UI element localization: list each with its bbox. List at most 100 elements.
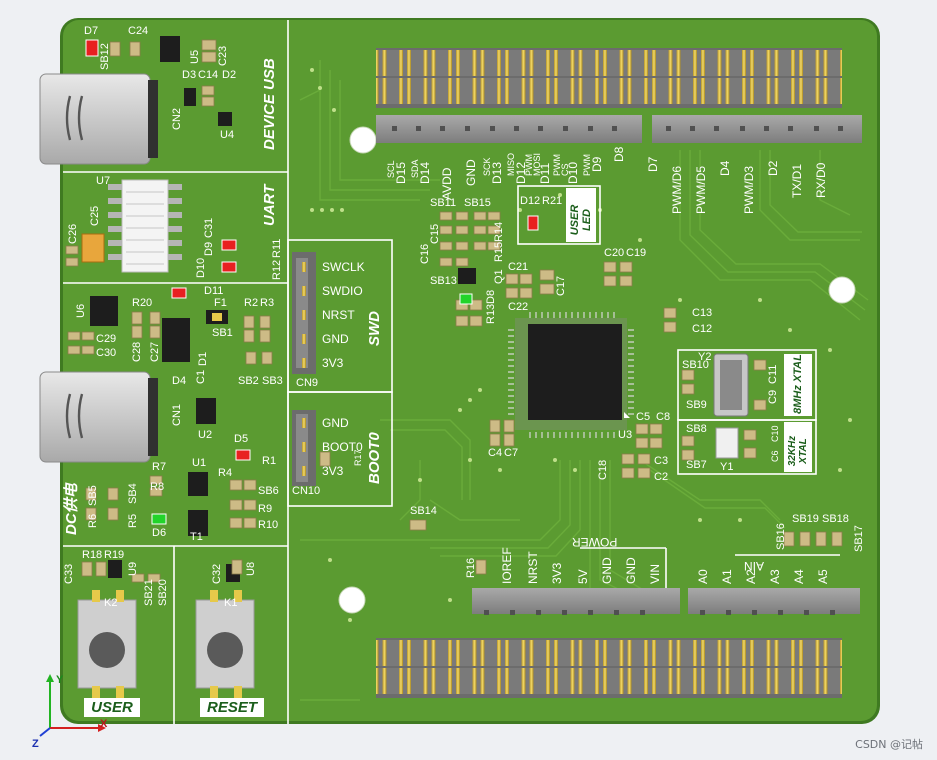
ref-sb12: SB12 bbox=[99, 43, 111, 70]
ref-sb17: SB17 bbox=[853, 525, 865, 552]
top-pin-pwm-d5: PWM/D5 bbox=[694, 166, 708, 214]
usb-c-connector-top bbox=[39, 73, 158, 165]
section-boot0: BOOT0 bbox=[366, 432, 383, 484]
ref-c15: C15 bbox=[429, 223, 441, 244]
top-pin-d9: D9 bbox=[590, 156, 604, 172]
ref-f1: F1 bbox=[214, 297, 227, 309]
power-pin-nrst: NRST bbox=[526, 551, 540, 584]
ref-r3: R3 bbox=[260, 297, 275, 309]
section-user: USER bbox=[84, 698, 140, 717]
top-pin-d15: D15 bbox=[394, 161, 408, 184]
ref-d5: D5 bbox=[234, 433, 249, 445]
small-ics bbox=[90, 36, 476, 582]
swd-pin-3v3: 3V3 bbox=[322, 356, 344, 370]
ref-u9: U9 bbox=[127, 561, 139, 576]
ref-u8: U8 bbox=[245, 561, 257, 576]
ref-r10: R10 bbox=[258, 519, 279, 531]
ref-sb8: SB8 bbox=[686, 423, 707, 435]
top-pin-d10: D10 bbox=[566, 161, 580, 184]
ref-c27: C27 bbox=[149, 341, 161, 362]
ref-sb1: SB1 bbox=[212, 327, 233, 339]
ref-c4: C4 bbox=[488, 447, 503, 459]
ref-u4: U4 bbox=[220, 129, 235, 141]
boot-pin-boot0: BOOT0 bbox=[322, 440, 363, 454]
ref-r5: R5 bbox=[127, 513, 139, 528]
ref-cn10: CN10 bbox=[292, 485, 321, 497]
swd-pin-gnd: GND bbox=[322, 332, 349, 346]
user-led-box: USER LED bbox=[566, 188, 596, 242]
user-push-button bbox=[77, 590, 137, 698]
power-pin-ioref: IOREF bbox=[500, 547, 514, 584]
top-pin-d11: D11 bbox=[538, 162, 552, 184]
ref-u2: U2 bbox=[198, 429, 213, 441]
ref-c2: C2 bbox=[654, 471, 669, 483]
top-pin-header-block bbox=[376, 48, 862, 143]
ref-d4: D4 bbox=[172, 375, 187, 387]
reset-push-button bbox=[195, 590, 255, 698]
ref-r21: R21 bbox=[542, 195, 563, 207]
ref-r2: R2 bbox=[244, 297, 259, 309]
ref-r18: R18 bbox=[82, 549, 103, 561]
power-header-label: POWER bbox=[572, 535, 618, 549]
ref-sb13: SB13 bbox=[430, 275, 457, 287]
section-user-led: USER LED bbox=[569, 204, 593, 236]
ref-r7: R7 bbox=[152, 461, 167, 473]
ref-c23: C23 bbox=[217, 45, 229, 66]
top-pin-pwm-d3: PWM/D3 bbox=[742, 166, 756, 214]
ref-d10: D10 bbox=[195, 257, 207, 278]
section-32khz-xtal: 32KHz XTAL bbox=[787, 435, 809, 467]
ref-sb4: SB4 bbox=[127, 483, 139, 504]
ref-c24: C24 bbox=[128, 25, 149, 37]
ref-d8: D8 bbox=[485, 289, 497, 304]
boot0-header bbox=[292, 410, 316, 486]
tantalum-capacitor bbox=[81, 233, 105, 263]
top-female-header-holes bbox=[392, 126, 843, 131]
ref-d12: D12 bbox=[520, 195, 541, 207]
ref-c5: C5 bbox=[636, 411, 651, 423]
ref-r1: R1 bbox=[262, 455, 277, 467]
analog-pin-a5: A5 bbox=[816, 569, 830, 584]
ref-c9: C9 bbox=[767, 389, 779, 404]
ref-sb3: SB3 bbox=[262, 375, 283, 387]
ref-c30: C30 bbox=[96, 347, 117, 359]
power-pin-3v3: 3V3 bbox=[550, 562, 564, 584]
ref-y1: Y1 bbox=[720, 461, 734, 473]
ref-c6: C6 bbox=[770, 450, 780, 462]
ref-c7: C7 bbox=[504, 447, 519, 459]
ref-d1: D1 bbox=[197, 351, 209, 366]
axis-triad bbox=[39, 674, 106, 737]
ref-sb7: SB7 bbox=[686, 459, 707, 471]
ref-c28: C28 bbox=[131, 341, 143, 362]
ref-u6: U6 bbox=[75, 303, 87, 318]
ref-c33: C33 bbox=[63, 563, 75, 584]
ref-r14: R14 bbox=[493, 221, 505, 242]
ref-c26: C26 bbox=[67, 223, 79, 244]
ref-u3: U3 bbox=[618, 429, 633, 441]
top-pin-d8: D8 bbox=[612, 146, 626, 162]
uart-connector bbox=[108, 179, 182, 273]
ref-cn9: CN9 bbox=[296, 377, 319, 389]
bottom-female-header-holes bbox=[484, 610, 835, 615]
ref-r20: R20 bbox=[132, 297, 153, 309]
section-device-usb: DEVICE USB bbox=[261, 58, 278, 150]
ref-c32: C32 bbox=[211, 563, 223, 584]
ref-d11: D11 bbox=[204, 285, 224, 297]
power-pin-vin: VIN bbox=[648, 563, 662, 584]
top-pin-d2: D2 bbox=[766, 160, 780, 176]
ref-u7: U7 bbox=[96, 175, 111, 187]
ref-r8: R8 bbox=[150, 481, 165, 493]
ref-c20: C20 bbox=[604, 247, 625, 259]
section-dc-power: DC供电 bbox=[63, 483, 80, 535]
top-pin-d4: D4 bbox=[718, 160, 732, 176]
ref-c16: C16 bbox=[419, 243, 431, 264]
top-pin-tx-d1: TX/D1 bbox=[790, 163, 804, 198]
ref-sb16: SB16 bbox=[775, 523, 787, 550]
ref-r11: R11 bbox=[271, 238, 283, 258]
analog-pin-a1: A1 bbox=[720, 569, 734, 584]
crystal-8mhz-body bbox=[720, 360, 742, 410]
ref-c25: C25 bbox=[89, 205, 101, 226]
section-8mhz-xtal: 8MHz XTAL bbox=[792, 354, 804, 414]
ref-c3: C3 bbox=[654, 455, 669, 467]
ref-d3: D3 bbox=[182, 69, 197, 81]
